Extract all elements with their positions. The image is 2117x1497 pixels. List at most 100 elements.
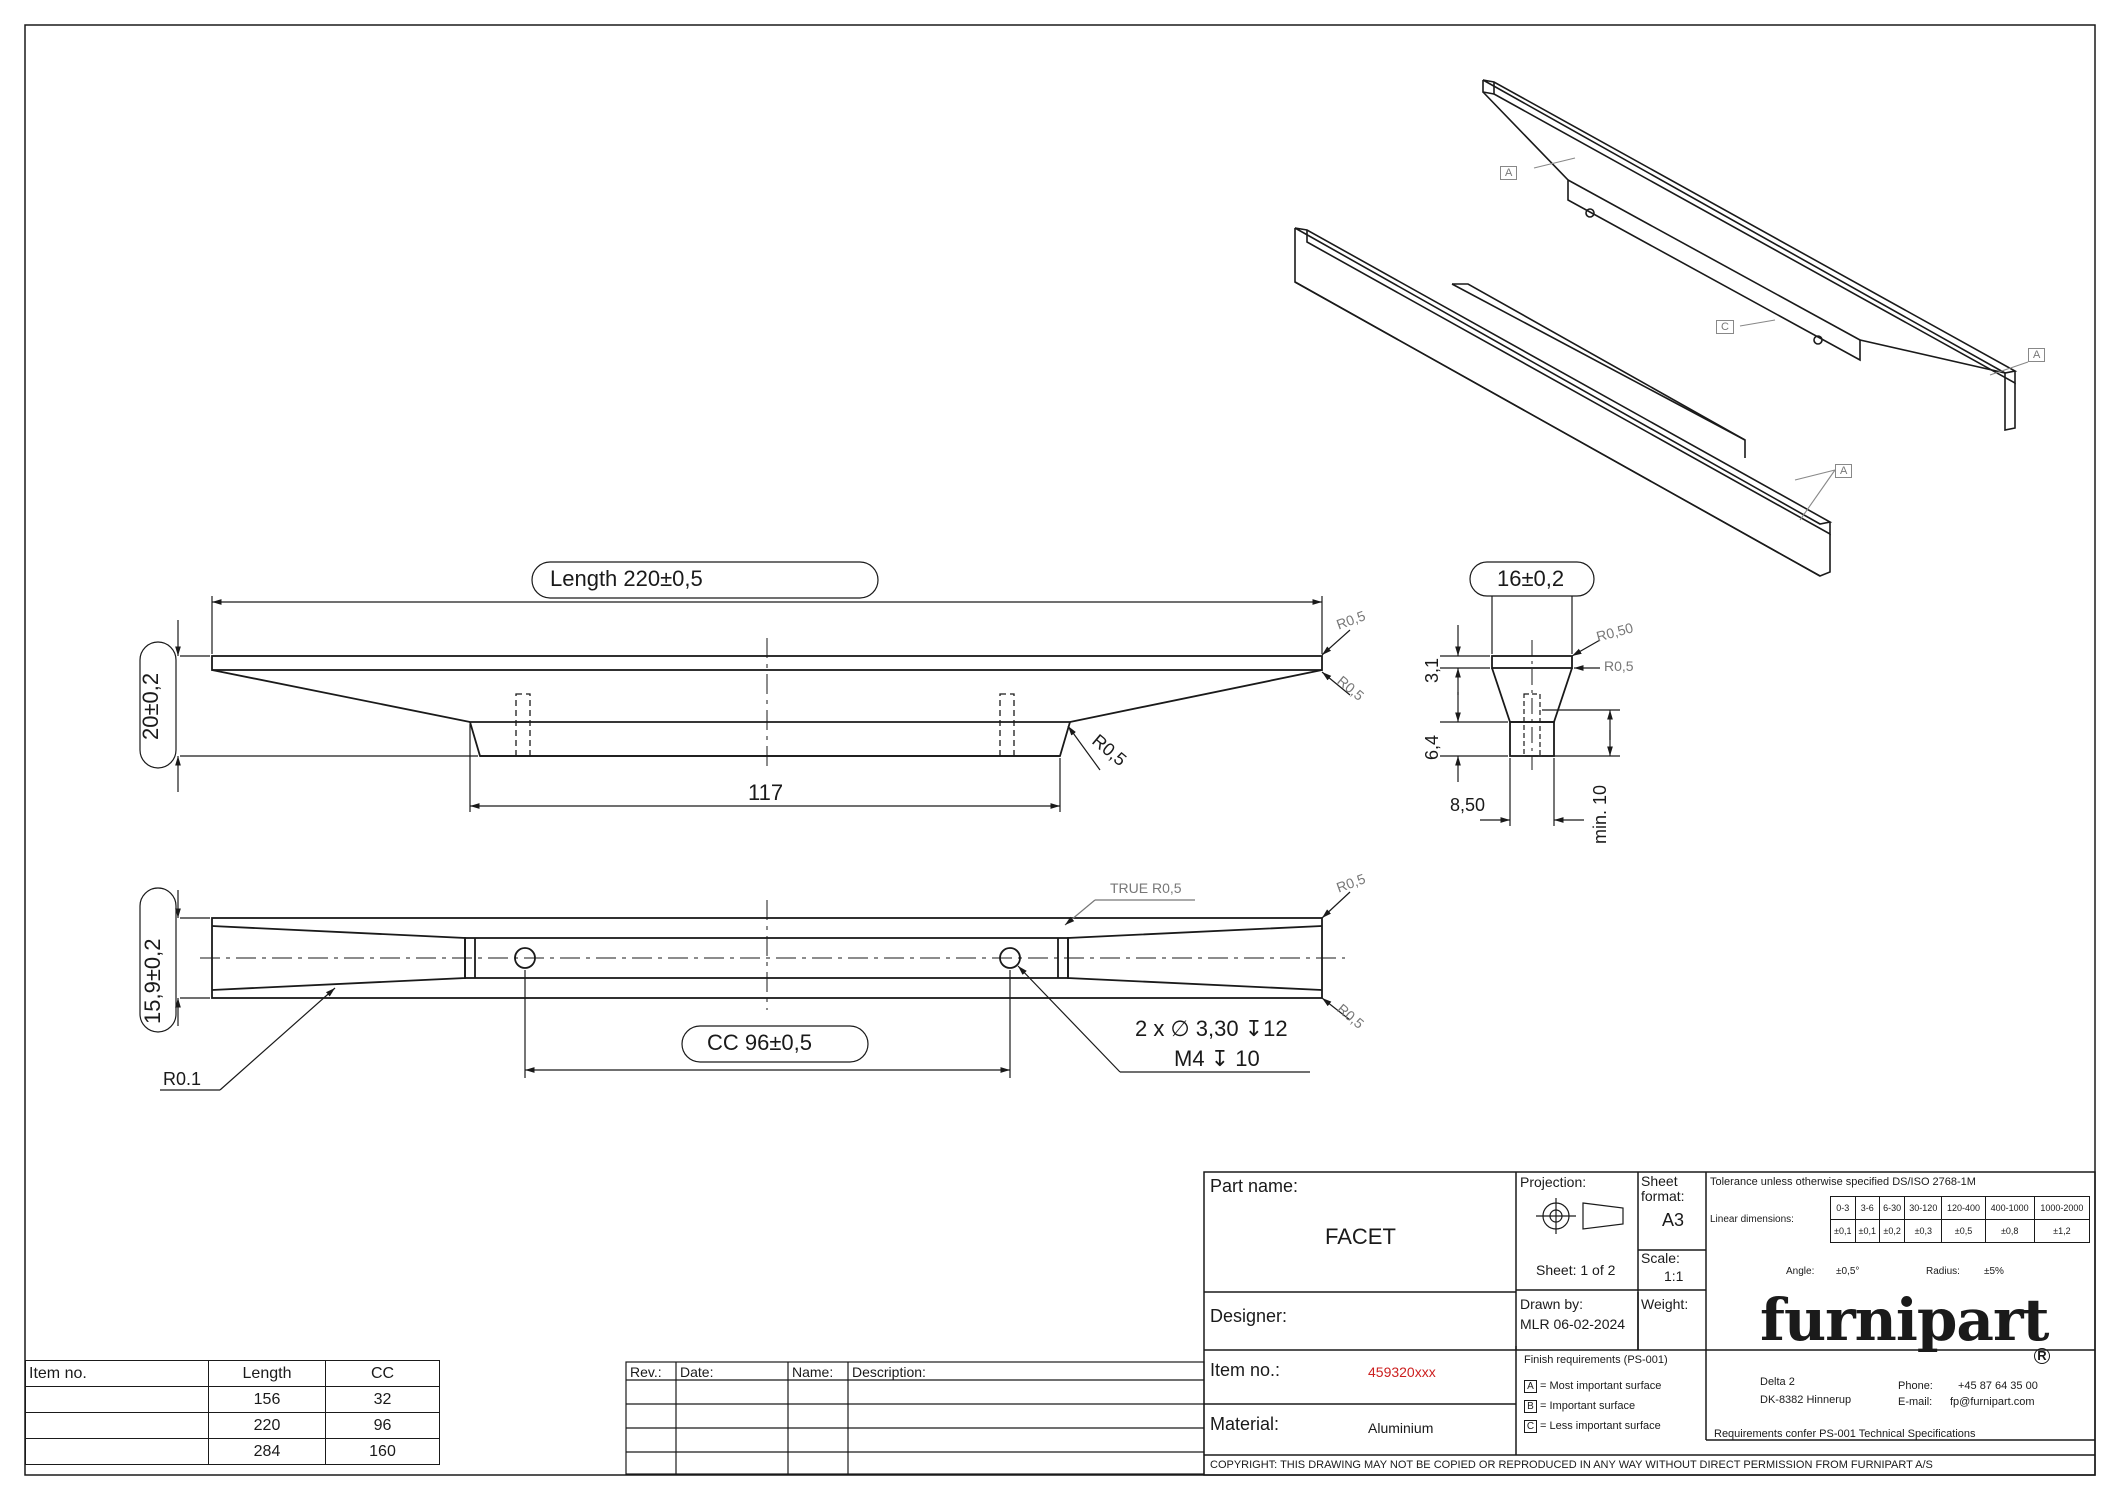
tolerance-table: 0-3 3-6 6-30 30-120 120-400 400-1000 100… — [1830, 1196, 2091, 1243]
item-number: 459320xxx — [1368, 1364, 1436, 1380]
surface-code-label: C — [1716, 320, 1734, 334]
thread-note: M4 ↧ 10 — [1174, 1046, 1260, 1071]
side-width-dimension: 16±0,2 — [1497, 566, 1565, 591]
front-view-dimensions — [139, 561, 1351, 812]
tolerance-cell: ±1,2 — [2033, 1219, 2091, 1243]
drawn-by-label: Drawn by: — [1520, 1296, 1584, 1312]
phone-value: +45 87 64 35 00 — [1958, 1380, 2038, 1392]
screw-min-dimension: min. 10 — [1590, 784, 1610, 844]
table-cell: 96 — [325, 1412, 440, 1439]
top-height-dimension: 3,1 — [1422, 657, 1442, 683]
part-name-label: Part name: — [1210, 1176, 1299, 1196]
scale-value: 1:1 — [1664, 1268, 1684, 1284]
cc-dimension: CC 96±0,5 — [707, 1030, 813, 1055]
tolerance-title: Tolerance unless otherwise specified DS/… — [1710, 1176, 1976, 1188]
revision-header: Description: — [852, 1364, 926, 1380]
top-view-dimensions — [139, 887, 1351, 1091]
copyright-notice: COPYRIGHT: THIS DRAWING MAY NOT BE COPIE… — [1210, 1459, 1933, 1471]
range-cell: 120-400 — [1941, 1196, 1986, 1220]
revision-header: Rev.: — [630, 1364, 662, 1380]
table-cell — [25, 1386, 209, 1413]
surface-code: C — [1524, 1420, 1537, 1433]
column-header: Item no. — [25, 1360, 209, 1387]
sheet-number: Sheet: 1 of 2 — [1536, 1262, 1616, 1278]
requirements-note: Requirements confer PS-001 Technical Spe… — [1714, 1428, 1976, 1440]
range-cell: 0-3 — [1830, 1196, 1856, 1220]
column-header: Length — [208, 1360, 326, 1387]
revision-header: Date: — [680, 1364, 714, 1380]
sheet-format-label: Sheet format: — [1641, 1173, 1685, 1204]
table-cell: 284 — [208, 1438, 326, 1465]
finish-text: = Most important surface — [1540, 1380, 1662, 1392]
surface-code-label: A — [2028, 348, 2046, 362]
table-cell: 32 — [325, 1386, 440, 1413]
items-table: Item no. Length CC 156 32 220 96 284 160 — [25, 1360, 440, 1465]
tolerance-cell: ±0,3 — [1904, 1219, 1943, 1243]
column-header: CC — [325, 1360, 440, 1387]
base-width-dimension: 8,50 — [1450, 795, 1486, 815]
hole-note: 2 x ∅ 3,30 ↧12 — [1135, 1016, 1288, 1041]
range-cell: 30-120 — [1904, 1196, 1943, 1220]
registered-mark: R — [2034, 1348, 2050, 1364]
address-line: DK-8382 Hinnerup — [1760, 1394, 1852, 1406]
range-cell: 400-1000 — [1984, 1196, 2035, 1220]
finish-title: Finish requirements (PS-001) — [1524, 1354, 1668, 1366]
table-row: 220 96 — [25, 1412, 440, 1439]
sheet-format: A3 — [1662, 1210, 1685, 1230]
table-row: 156 32 — [25, 1386, 440, 1413]
finish-row: A= Most important surface — [1524, 1380, 1661, 1393]
material-value: Aluminium — [1368, 1420, 1434, 1436]
title-block — [1203, 1171, 2096, 1476]
designer-label: Designer: — [1210, 1306, 1288, 1326]
sheet-border — [24, 24, 2096, 1476]
table-cell — [25, 1412, 209, 1439]
side-view — [1491, 640, 1573, 770]
top-view — [200, 900, 1345, 1010]
length-dimension: Length 220±0,5 — [550, 566, 703, 591]
surface-code: B — [1524, 1400, 1537, 1413]
surface-code-label: A — [1500, 166, 1518, 180]
surface-code-label: A — [1835, 464, 1853, 478]
radius-label: R0,5 — [1604, 658, 1634, 674]
angle-label: Angle: — [1786, 1266, 1815, 1277]
table-row: 284 160 — [25, 1438, 440, 1465]
height-dimension: 20±0,2 — [138, 672, 163, 740]
range-cell: 6-30 — [1879, 1196, 1906, 1220]
range-cell: 3-6 — [1854, 1196, 1881, 1220]
phone-label: Phone: — [1898, 1380, 1933, 1392]
table-cell: 220 — [208, 1412, 326, 1439]
item-number-label: Item no.: — [1210, 1360, 1281, 1380]
revision-header: Name: — [792, 1364, 834, 1380]
drawn-by-value: MLR 06-02-2024 — [1520, 1316, 1626, 1332]
table-cell — [25, 1438, 209, 1465]
tolerance-cell: ±0,1 — [1854, 1219, 1881, 1243]
finish-row: B= Important surface — [1524, 1400, 1635, 1413]
address-line: Delta 2 — [1760, 1376, 1795, 1388]
revision-grid — [625, 1361, 1205, 1475]
company-logo: furnipart — [1760, 1286, 2049, 1354]
true-radius-label: TRUE R0,5 — [1110, 880, 1182, 896]
isometric-callouts — [1533, 157, 2029, 521]
finish-text: = Less important surface — [1540, 1420, 1661, 1432]
table-cell: 160 — [325, 1438, 440, 1465]
linear-label: Linear dimensions: — [1710, 1214, 1794, 1225]
surface-code: A — [1524, 1380, 1537, 1393]
projection-symbol — [1536, 1198, 1624, 1234]
tolerance-cell: ±0,8 — [1984, 1219, 2035, 1243]
email-value: fp@furnipart.com — [1950, 1396, 2035, 1408]
front-view — [211, 638, 1323, 770]
weight-label: Weight: — [1641, 1296, 1689, 1312]
width-dimension: 15,9±0,2 — [140, 938, 165, 1024]
side-view-dimensions — [1440, 561, 1620, 826]
table-cell: 156 — [208, 1386, 326, 1413]
tolerance-cell: ±0,1 — [1830, 1219, 1856, 1243]
scale-label: Scale: — [1641, 1250, 1680, 1266]
range-cell: 1000-2000 — [2033, 1196, 2091, 1220]
tolerance-cell: ±0,5 — [1941, 1219, 1986, 1243]
finish-text: = Important surface — [1540, 1400, 1636, 1412]
part-name: FACET — [1325, 1224, 1396, 1249]
base-length-dimension: 117 — [748, 780, 784, 805]
radius-tol-label: Radius: — [1926, 1266, 1960, 1277]
radius-tol-value: ±5% — [1984, 1266, 2004, 1277]
